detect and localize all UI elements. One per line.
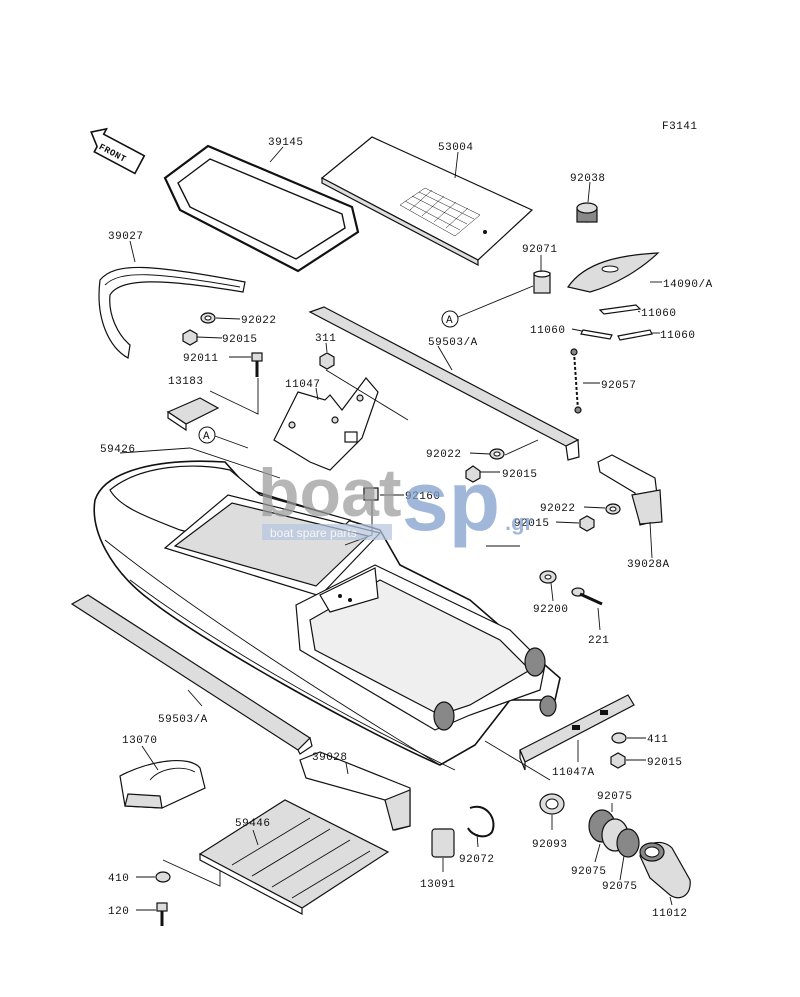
label-92038: 92038 bbox=[570, 173, 606, 185]
part-13091 bbox=[431, 828, 455, 858]
label-13091: 13091 bbox=[420, 879, 456, 891]
label-92022-a: 92022 bbox=[241, 315, 277, 327]
nut-311 bbox=[319, 352, 335, 370]
label-39028: 39028 bbox=[312, 752, 348, 764]
label-411: 411 bbox=[647, 734, 668, 746]
label-92011: 92011 bbox=[183, 353, 219, 365]
label-92022-c: 92022 bbox=[540, 503, 576, 515]
marker-a-lower: A bbox=[203, 431, 210, 443]
intake-13070 bbox=[119, 759, 206, 809]
cover-14090a bbox=[567, 252, 660, 293]
hose-92075 bbox=[588, 809, 640, 858]
nut-92015-d bbox=[610, 752, 626, 769]
label-92015-d: 92015 bbox=[647, 757, 683, 769]
label-11047a: 11047A bbox=[552, 767, 595, 779]
label-92057: 92057 bbox=[601, 380, 637, 392]
label-39027: 39027 bbox=[108, 231, 144, 243]
bracket-11047 bbox=[273, 377, 379, 471]
label-92072: 92072 bbox=[459, 854, 495, 866]
label-59503a-lower: 59503/A bbox=[158, 714, 208, 726]
strip-11060-a bbox=[598, 304, 642, 315]
clamp-92072 bbox=[467, 805, 495, 838]
label-92200: 92200 bbox=[533, 604, 569, 616]
handle-39027 bbox=[98, 266, 246, 359]
label-11060-a: 11060 bbox=[641, 308, 677, 320]
label-120: 120 bbox=[108, 906, 129, 918]
label-11060-c: 11060 bbox=[660, 330, 696, 342]
part-92160 bbox=[363, 487, 379, 501]
label-11012: 11012 bbox=[652, 908, 688, 920]
label-59426: 59426 bbox=[100, 444, 136, 456]
label-14090a: 14090/A bbox=[663, 279, 713, 291]
watermark-domain: .gr bbox=[505, 510, 534, 535]
label-59503a-upper: 59503/A bbox=[428, 337, 478, 349]
gunwale-strip-59503a-lower bbox=[70, 594, 313, 755]
label-39028a: 39028A bbox=[627, 559, 670, 571]
watermark-brand-left: boat bbox=[258, 455, 402, 531]
watermark-tagline: boat spare parts bbox=[270, 526, 357, 540]
cap-92038 bbox=[576, 202, 598, 223]
label-92015-c: 92015 bbox=[514, 518, 550, 530]
strip-11060-c bbox=[617, 329, 653, 341]
hull-59426 bbox=[93, 460, 561, 771]
label-92075-a: 92075 bbox=[597, 791, 633, 803]
nut-92015-c bbox=[579, 515, 595, 532]
label-53004: 53004 bbox=[438, 142, 474, 154]
guard-39028a bbox=[597, 454, 663, 526]
label-221: 221 bbox=[588, 635, 609, 647]
label-92015-a: 92015 bbox=[222, 334, 258, 346]
cap-92071 bbox=[533, 270, 551, 294]
mat-53004 bbox=[320, 136, 534, 266]
screw-221 bbox=[571, 587, 603, 606]
strip-11060-b bbox=[580, 329, 613, 340]
watermark: boat sp .gr boat spare parts bbox=[258, 454, 534, 548]
bolt-92011 bbox=[251, 352, 263, 377]
label-92071: 92071 bbox=[522, 244, 558, 256]
label-92160: 92160 bbox=[405, 491, 441, 503]
front-arrow-icon: FRONT bbox=[90, 127, 146, 175]
bracket-11047a bbox=[519, 694, 635, 771]
grate-59446 bbox=[198, 799, 390, 915]
label-39145: 39145 bbox=[268, 137, 304, 149]
label-11047: 11047 bbox=[285, 379, 321, 391]
label-11060-b: 11060 bbox=[530, 325, 566, 337]
gasket-39145 bbox=[163, 144, 360, 273]
label-59446: 59446 bbox=[235, 818, 271, 830]
guard-39028 bbox=[299, 751, 411, 831]
label-13070: 13070 bbox=[122, 735, 158, 747]
label-92075-c: 92075 bbox=[602, 881, 638, 893]
label-92022-b: 92022 bbox=[426, 449, 462, 461]
marker-a-upper: A bbox=[446, 315, 453, 327]
gunwale-strip-59503a-upper bbox=[308, 306, 580, 461]
bracket-13183 bbox=[166, 397, 220, 432]
label-92015-b: 92015 bbox=[502, 469, 538, 481]
label-311: 311 bbox=[315, 333, 336, 345]
label-92093: 92093 bbox=[532, 839, 568, 851]
nut-92015-a bbox=[182, 329, 198, 346]
label-92075-b: 92075 bbox=[571, 866, 607, 878]
mat-mesh bbox=[399, 187, 481, 237]
nut-92015-b bbox=[465, 465, 481, 483]
duct-11012 bbox=[639, 841, 691, 899]
label-13183: 13183 bbox=[168, 376, 204, 388]
watermark-brand-right: sp bbox=[402, 454, 500, 548]
bolt-120 bbox=[156, 902, 168, 926]
figure-code: F3141 bbox=[662, 121, 698, 133]
label-410: 410 bbox=[108, 873, 129, 885]
washer-411 bbox=[611, 732, 627, 744]
cord-92057 bbox=[570, 348, 582, 414]
washer-410 bbox=[155, 871, 171, 883]
